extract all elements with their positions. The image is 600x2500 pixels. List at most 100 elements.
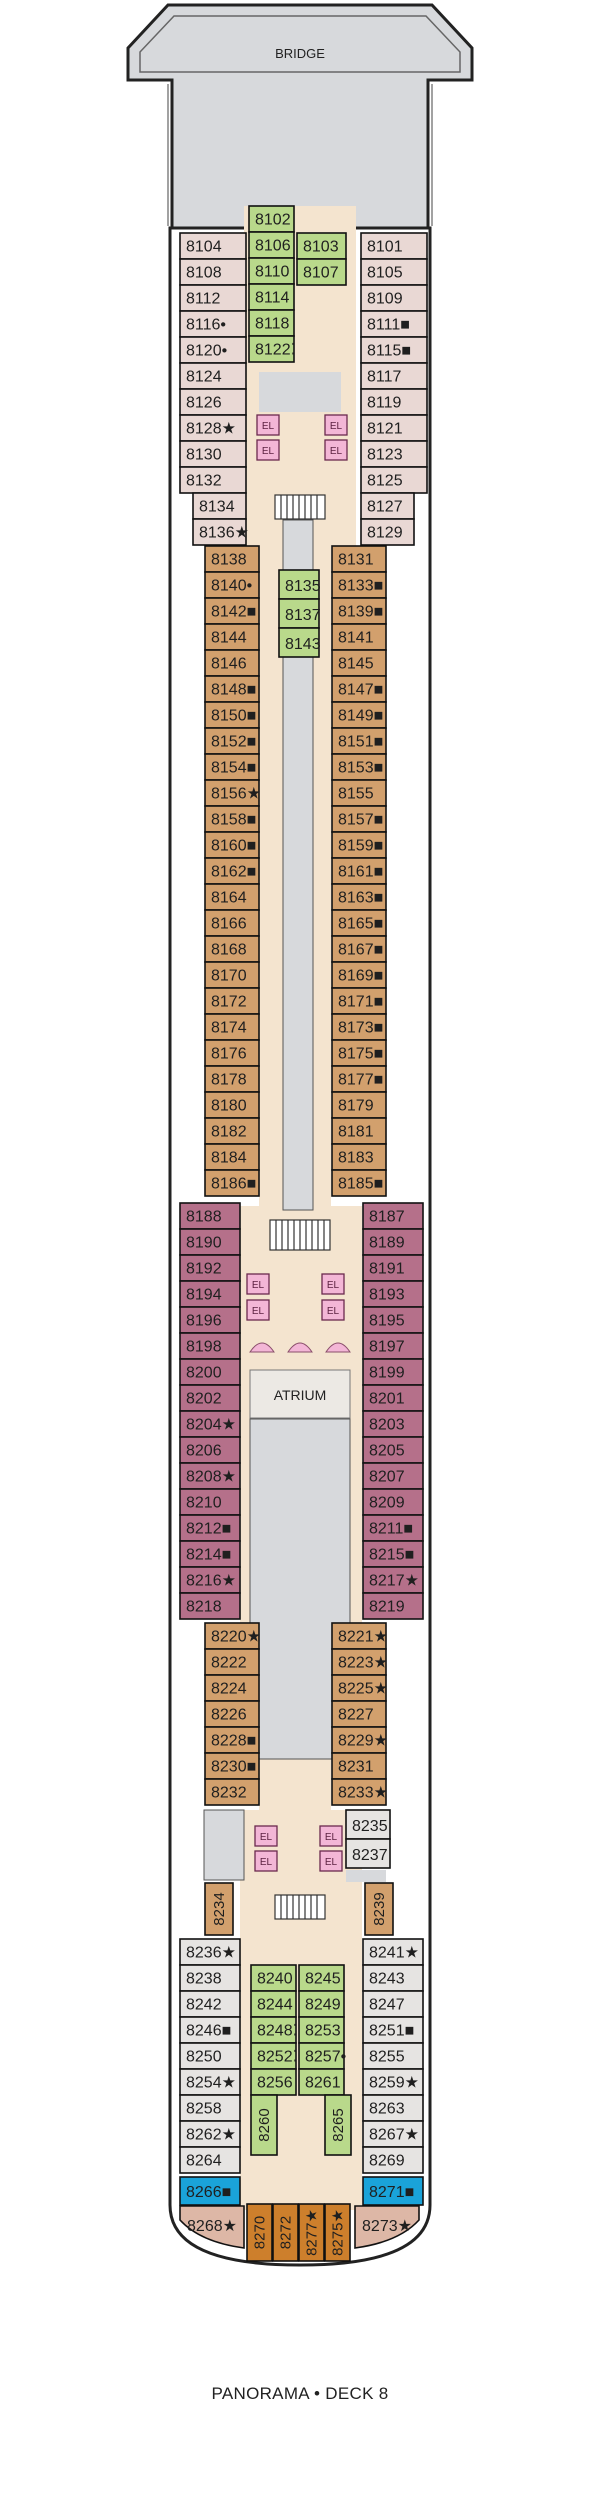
cabin[interactable]: 8149■ [331,701,387,729]
cabin[interactable]: 8231 [331,1752,387,1780]
cabin[interactable]: 8252⁚ [250,2042,298,2070]
cabin[interactable]: 8271■ [362,2176,424,2206]
cabin[interactable]: 8251■ [362,2016,424,2044]
cabin[interactable]: 8140• [204,571,260,599]
cabin[interactable]: 8125 [360,466,428,494]
cabin[interactable]: 8142■ [204,597,260,625]
cabin[interactable]: 8106 [248,231,295,259]
cabin[interactable]: 8195 [362,1306,424,1334]
cabin[interactable]: 8197 [362,1332,424,1360]
cabin[interactable]: 8141 [331,623,387,651]
cabin[interactable]: 8243 [362,1964,424,1992]
cabin[interactable]: 8185■ [331,1169,387,1197]
cabin[interactable]: 8107 [296,258,347,286]
cabin[interactable]: 8207 [362,1462,424,1490]
cabin[interactable]: 8238 [179,1964,241,1992]
cabin[interactable]: 8268★ [179,2205,245,2249]
cabin[interactable]: 8233★ [331,1778,388,1806]
cabin[interactable]: 8237 [345,1838,391,1869]
cabin[interactable]: 8223★ [331,1648,388,1676]
cabin[interactable]: 8131 [331,545,387,573]
cabin[interactable]: 8182 [204,1117,260,1145]
cabin[interactable]: 8241★ [362,1938,424,1966]
cabin[interactable]: 8183 [331,1143,387,1171]
cabin[interactable]: 8162■ [204,857,260,885]
cabin[interactable]: 8147■ [331,675,387,703]
cabin[interactable]: 8172 [204,987,260,1015]
cabin[interactable]: 8159■ [331,831,387,859]
cabin[interactable]: 8266■ [179,2176,241,2206]
cabin[interactable]: 8199 [362,1358,424,1386]
cabin[interactable]: 8203 [362,1410,424,1438]
cabin[interactable]: 8257• [298,2042,346,2070]
cabin[interactable]: 8136★ [192,518,249,546]
cabin[interactable]: 8211■ [362,1514,424,1542]
cabin[interactable]: 8158■ [204,805,260,833]
cabin[interactable]: 8133■ [331,571,387,599]
cabin[interactable]: 8111■ [360,310,428,338]
cabin[interactable]: 8173■ [331,1013,387,1041]
cabin[interactable]: 8177■ [331,1065,387,1093]
cabin[interactable]: 8264 [179,2146,241,2174]
cabin[interactable]: 8170 [204,961,260,989]
cabin[interactable]: 8224 [204,1674,260,1702]
cabin[interactable]: 8236★ [179,1938,241,1966]
cabin[interactable]: 8187 [362,1202,424,1230]
cabin[interactable]: 8263 [362,2094,424,2122]
cabin[interactable]: 8230■ [204,1752,260,1780]
cabin[interactable]: 8117 [360,362,428,390]
cabin[interactable]: 8156★ [204,779,261,807]
cabin[interactable]: 8200 [179,1358,241,1386]
cabin[interactable]: 8216★ [179,1566,241,1594]
cabin[interactable]: 8105 [360,258,428,286]
cabin[interactable]: 8225★ [331,1674,388,1702]
cabin[interactable]: 8146 [204,649,260,677]
cabin[interactable]: 8178 [204,1065,260,1093]
cabin[interactable]: 8190 [179,1228,241,1256]
cabin[interactable]: 8206 [179,1436,241,1464]
cabin[interactable]: 8191 [362,1254,424,1282]
cabin[interactable]: 8219 [362,1592,424,1620]
cabin[interactable]: 8167■ [331,935,387,963]
cabin[interactable]: 8157■ [331,805,387,833]
cabin[interactable]: 8118 [248,309,295,337]
cabin[interactable]: 8196 [179,1306,241,1334]
cabin[interactable]: 8217★ [362,1566,424,1594]
cabin[interactable]: 8261 [298,2068,345,2096]
cabin[interactable]: 8143 [278,627,321,658]
cabin[interactable]: 8253 [298,2016,345,2044]
cabin[interactable]: 8202 [179,1384,241,1412]
cabin[interactable]: 8115■ [360,336,428,364]
cabin[interactable]: 8153■ [331,753,387,781]
cabin[interactable]: 8122⁚ [248,335,296,363]
cabin[interactable]: 8259★ [362,2068,424,2096]
cabin[interactable]: 8215■ [362,1540,424,1568]
cabin[interactable]: 8184 [204,1143,260,1171]
cabin[interactable]: 8108 [179,258,247,286]
cabin[interactable]: 8245 [298,1964,345,1992]
cabin[interactable]: 8222 [204,1648,260,1676]
cabin[interactable]: 8262★ [179,2120,241,2148]
cabin[interactable]: 8128★ [179,414,247,442]
cabin[interactable]: 8135 [278,569,321,600]
cabin[interactable]: 8269 [362,2146,424,2174]
cabin[interactable]: 8161■ [331,857,387,885]
cabin[interactable]: 8272 [272,2203,299,2262]
cabin[interactable]: 8234 [204,1882,234,1936]
cabin[interactable]: 8242 [179,1990,241,2018]
cabin[interactable]: 8227 [331,1700,387,1728]
cabin[interactable]: 8212■ [179,1514,241,1542]
cabin[interactable]: 8267★ [362,2120,424,2148]
cabin[interactable]: 8144 [204,623,260,651]
cabin[interactable]: 8240 [250,1964,297,1992]
cabin[interactable]: 8121 [360,414,428,442]
cabin[interactable]: 8248⁚ [250,2016,298,2044]
cabin[interactable]: 8249 [298,1990,345,2018]
cabin[interactable]: 8166 [204,909,260,937]
cabin[interactable]: 8130 [179,440,247,468]
cabin[interactable]: 8244 [250,1990,297,2018]
cabin[interactable]: 8226 [204,1700,260,1728]
cabin[interactable]: 8154■ [204,753,260,781]
cabin[interactable]: 8232 [204,1778,260,1806]
cabin[interactable]: 8186■ [204,1169,260,1197]
